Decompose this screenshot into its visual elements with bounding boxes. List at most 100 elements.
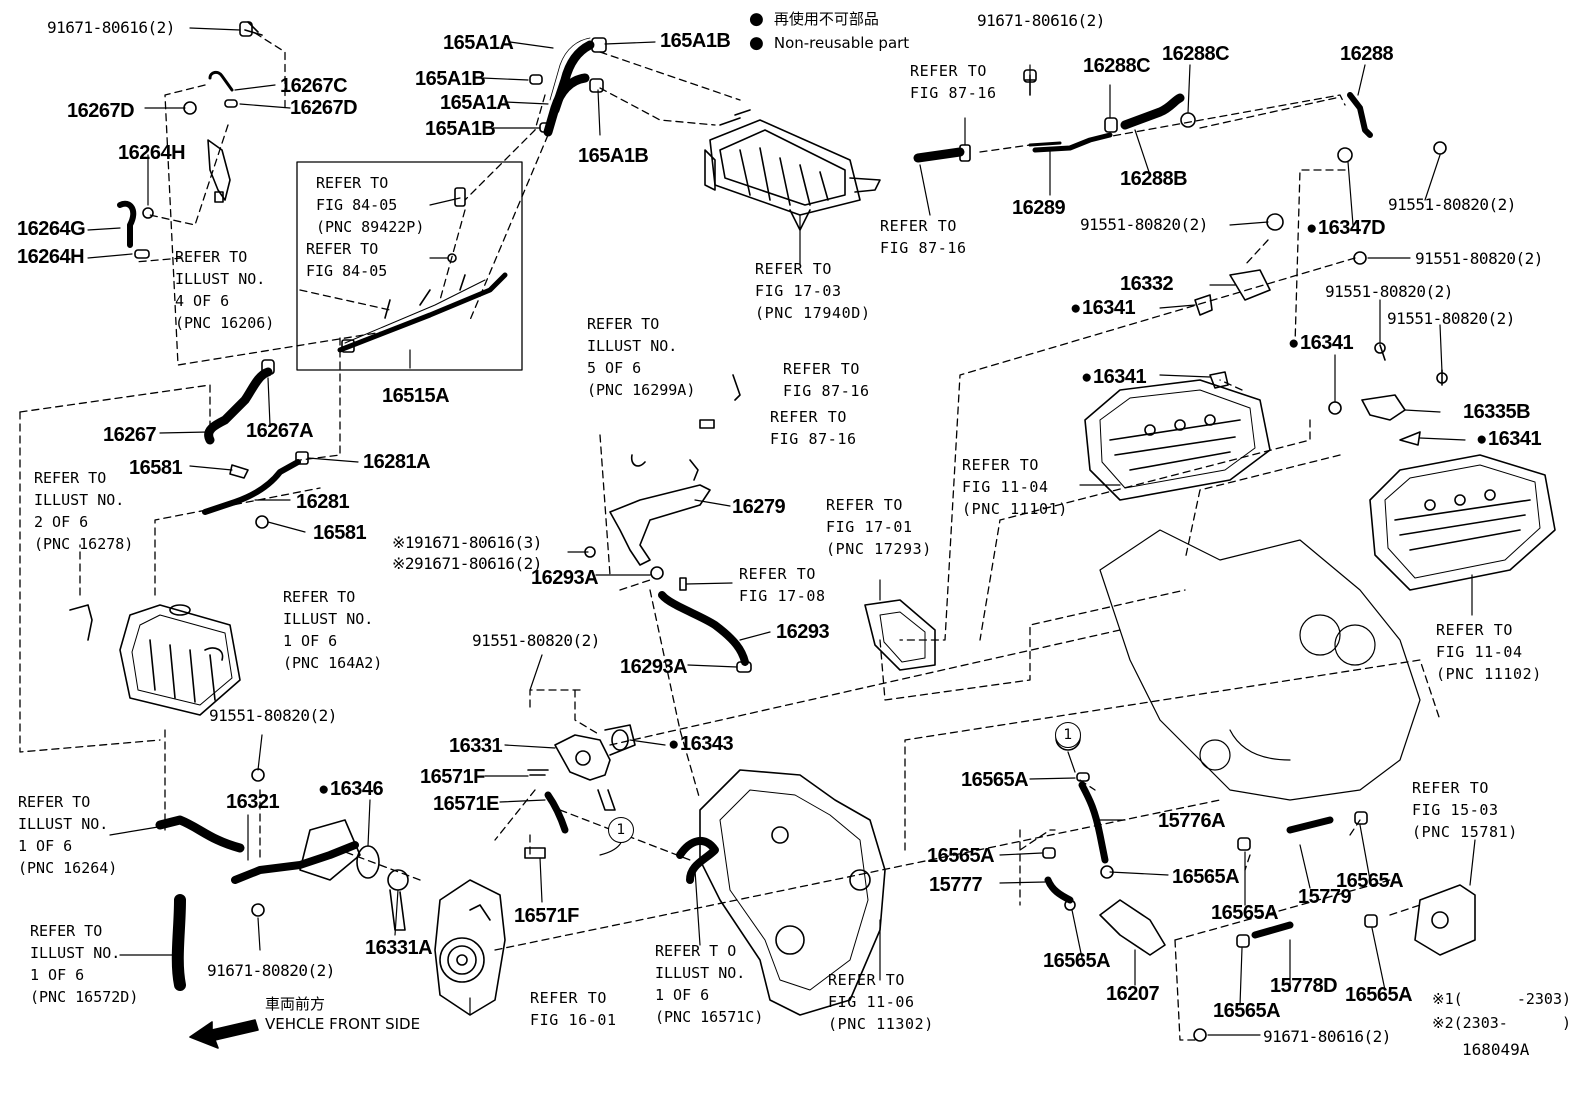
part-label: ※291671-80616(2): [392, 554, 542, 573]
part-label-non-reusable: 16343: [668, 733, 734, 756]
part-label: 16515A: [382, 385, 450, 407]
part-label-non-reusable: 16341: [1288, 332, 1354, 355]
cylinder-head-rh: [1084, 379, 1271, 501]
non-reusable-dot-icon: ●: [749, 9, 764, 29]
engine-block-outline: [1099, 529, 1421, 801]
part-label: 16332: [1120, 273, 1174, 295]
legend-jp: ●再使用不可部品: [749, 9, 879, 29]
part-label: 16581: [129, 457, 183, 479]
serial-note-1: ※1( -2303): [1432, 990, 1571, 1008]
part-label: 16321: [226, 791, 280, 813]
part-label: 15776A: [1158, 810, 1226, 832]
legend-en: ●Non-reusable part: [749, 33, 910, 53]
part-label: 165A1B: [415, 68, 486, 90]
leader-lines: [87, 27, 1476, 1036]
part-label: 16331: [449, 735, 503, 757]
coolant-reservoir: [119, 604, 241, 716]
part-label: 165A1B: [660, 30, 731, 52]
part-label: 91671-80616(2): [1263, 1027, 1391, 1046]
refer-illust-1-of-6-d: REFER T O ILLUST NO. 1 OF 6 (PNC 16571C): [655, 942, 764, 1026]
part-label: 16264G: [17, 218, 86, 240]
part-label-non-reusable: 16347D: [1306, 217, 1386, 240]
part-label: 16565A: [927, 845, 995, 867]
part-label: 91551-80820(2): [1415, 249, 1543, 268]
part-label: 16267D: [290, 97, 358, 119]
water-pump: [434, 879, 506, 1016]
refer-illust-4-of-6: REFER TO ILLUST NO. 4 OF 6 (PNC 16206): [175, 248, 275, 332]
pipe-assy-16515a: [337, 187, 508, 353]
part-label: 16565A: [1336, 870, 1404, 892]
part-label: 16281: [296, 491, 350, 513]
hose-16293: [584, 546, 752, 673]
part-label: 16281A: [363, 451, 431, 473]
part-label: 15777: [929, 874, 983, 896]
part-label: 16293A: [531, 567, 599, 589]
part-label: 15779: [1298, 886, 1352, 908]
refer-fig-16-01: REFER TO FIG 16-01: [530, 989, 617, 1029]
hoses-16267-16281: [69, 359, 309, 641]
part-label: 91551-80820(2): [1080, 215, 1208, 234]
part-label-non-reusable: 16341: [1081, 366, 1147, 389]
cylinder-head-lh: [1369, 431, 1556, 591]
circle-reference-marker: 1: [608, 817, 634, 843]
part-label: 91671-80616(2): [977, 11, 1105, 30]
refer-illust-5-of-6: REFER TO ILLUST NO. 5 OF 6 (PNC 16299A): [587, 315, 696, 399]
part-label: 91551-80820(2): [1388, 195, 1516, 214]
part-label: 16289: [1012, 197, 1066, 219]
part-label: 91551-80820(2): [472, 631, 600, 650]
part-label: 16571F: [514, 905, 579, 927]
part-label-non-reusable: 16346: [318, 778, 384, 801]
part-label: 16267: [103, 424, 157, 446]
part-label: 16267C: [280, 75, 348, 97]
refer-fig-17-03: REFER TO FIG 17-03 (PNC 17940D): [755, 260, 871, 322]
part-label: 16267D: [67, 100, 135, 122]
part-label: 91671-80820(2): [207, 961, 335, 980]
refer-illust-1-of-6-c: REFER TO ILLUST NO. 1 OF 6 (PNC 16572D): [30, 922, 139, 1006]
part-label: 91551-80820(2): [1387, 309, 1515, 328]
water-inlet-parts: [155, 768, 409, 991]
circle-reference-marker: 1: [1055, 722, 1081, 748]
vehicle-front-arrow: [189, 1019, 259, 1049]
intercooler-unit: [704, 109, 881, 231]
part-label: 91671-80616(2): [47, 18, 175, 37]
vehicle-front-en: VEHCLE FRONT SIDE: [265, 1015, 421, 1033]
upper-left-parts: [117, 21, 263, 259]
serial-note-2: ※2(2303- ): [1432, 1014, 1571, 1032]
part-label: 16288C: [1162, 43, 1230, 65]
diagram-id: 168049A: [1462, 1040, 1530, 1059]
refer-fig-11-04-a: REFER TO FIG 11-04 (PNC 11101): [962, 456, 1068, 518]
part-label: 16264H: [17, 246, 85, 268]
part-label: 16264H: [118, 142, 186, 164]
refer-fig-87-16-c1: REFER TO FIG 87-16: [783, 360, 870, 400]
refer-fig-87-16-bottom: REFER TO FIG 87-16: [880, 217, 967, 257]
refer-fig-11-04-b: REFER TO FIG 11-04 (PNC 11102): [1436, 621, 1542, 683]
part-label: 16565A: [1172, 866, 1240, 888]
part-label: ※191671-80616(3): [392, 533, 542, 552]
bracket-16279: [609, 374, 741, 566]
refer-illust-2-of-6: REFER TO ILLUST NO. 2 OF 6 (PNC 16278): [34, 469, 134, 553]
refer-fig-11-06: REFER TO FIG 11-06 (PNC 11302): [828, 971, 934, 1033]
refer-illust-1-of-6-b: REFER TO ILLUST NO. 1 OF 6 (PNC 16264): [18, 793, 118, 877]
part-label: 16207: [1106, 983, 1160, 1005]
pnc-16515a-box: [296, 161, 523, 371]
refer-fig-17-08: REFER TO FIG 17-08: [739, 565, 826, 605]
part-label: 16279: [732, 496, 786, 518]
refer-fig-87-16-c2: REFER TO FIG 87-16: [770, 408, 857, 448]
part-label: 165A1B: [425, 118, 496, 140]
vehicle-front-jp: 車両前方: [265, 995, 326, 1013]
part-label: 16571F: [420, 766, 485, 788]
part-label: 16331A: [365, 937, 433, 959]
part-label: 16565A: [1213, 1000, 1281, 1022]
refer-fig-84-05-b: REFER TO FIG 84-05: [306, 240, 388, 280]
part-label: 16267A: [246, 420, 314, 442]
part-label: 165A1B: [578, 145, 649, 167]
water-outlet-16331: [524, 724, 636, 859]
refer-illust-1-of-6-a: REFER TO ILLUST NO. 1 OF 6 (PNC 164A2): [283, 588, 383, 672]
part-label: 16288B: [1120, 168, 1188, 190]
part-label: 16288C: [1083, 55, 1151, 77]
part-label: 16288: [1340, 43, 1394, 65]
part-label: 16335B: [1463, 401, 1531, 423]
part-label: 91551-80820(2): [209, 706, 337, 725]
